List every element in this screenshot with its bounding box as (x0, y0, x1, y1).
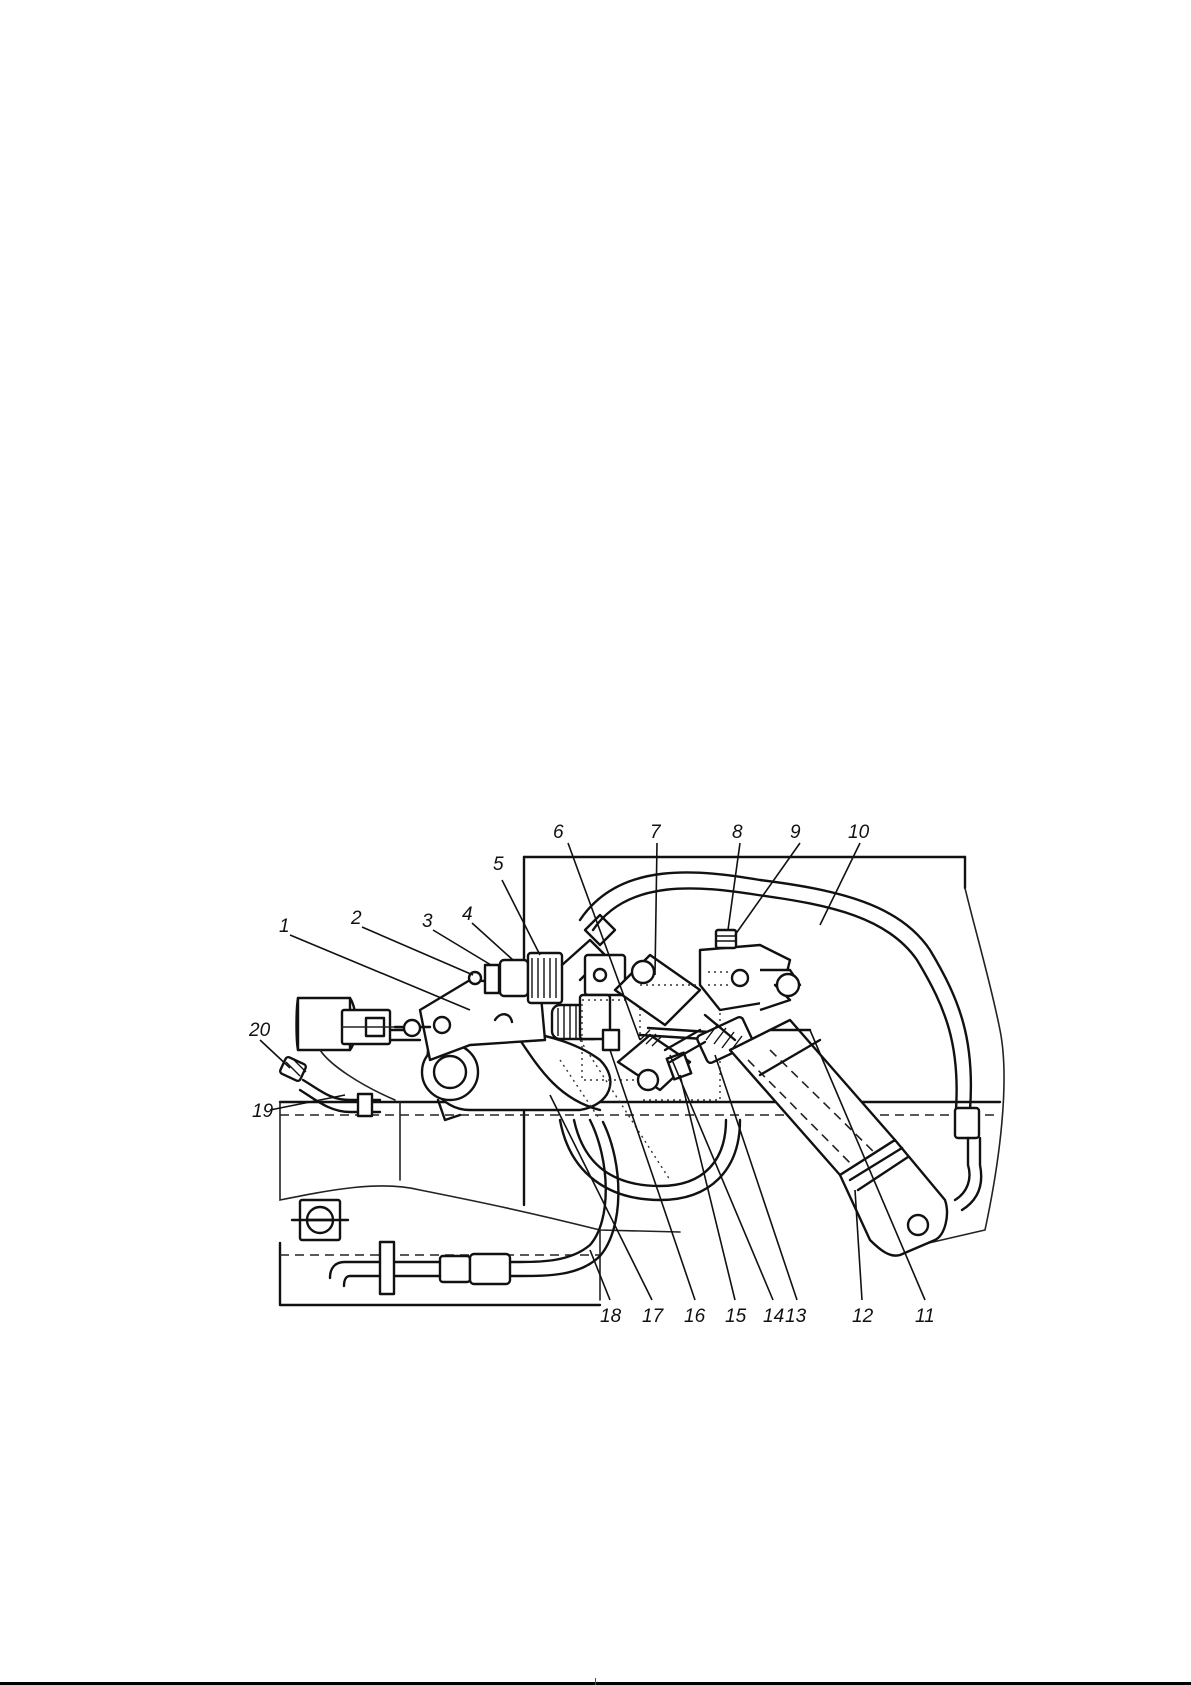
hose-center-loop (560, 1120, 740, 1200)
callout-6: 6 (553, 822, 564, 843)
callout-16: 16 (684, 1306, 706, 1327)
leader-14 (670, 1055, 773, 1300)
washer-3 (485, 965, 499, 993)
left-reservoir (297, 998, 431, 1100)
plate-hole-b (638, 1070, 658, 1090)
hose-18 (292, 1120, 618, 1294)
callout-9: 9 (790, 822, 801, 843)
callout-12: 12 (852, 1306, 874, 1327)
callout-2: 2 (350, 908, 362, 929)
callout-14: 14 (763, 1306, 784, 1327)
callout-7: 7 (650, 822, 662, 843)
fitting-9 (716, 930, 736, 948)
callout-1: 1 (279, 916, 290, 937)
callout-18: 18 (600, 1306, 622, 1327)
leader-4 (472, 923, 513, 960)
valve-port (732, 970, 748, 986)
leader-2 (362, 927, 473, 975)
callout-4: 4 (462, 904, 473, 925)
callout-20: 20 (248, 1020, 271, 1041)
valve-8-9 (700, 930, 800, 1010)
leader-5 (502, 880, 540, 955)
leader-15 (680, 1075, 735, 1300)
head-bolt (594, 969, 606, 981)
callout-15: 15 (725, 1306, 747, 1327)
coupling-b (470, 1254, 510, 1284)
callout-11: 11 (915, 1306, 935, 1327)
body-4 (500, 960, 528, 996)
callout-13: 13 (785, 1306, 807, 1327)
callout-3: 3 (422, 911, 433, 932)
callout-5: 5 (493, 854, 504, 875)
callout-17: 17 (642, 1306, 665, 1327)
leader-10 (820, 843, 860, 925)
leader-7 (655, 843, 657, 975)
callout-10: 10 (848, 822, 870, 843)
page-bottom-tick (595, 1678, 596, 1685)
bracket-hole-right (777, 974, 799, 996)
plate-hole-a (632, 961, 654, 983)
hose-fitting (955, 1108, 979, 1138)
cylinder-5 (528, 953, 562, 1003)
callout-19: 19 (252, 1101, 274, 1122)
spring-16 (603, 1030, 619, 1050)
cylinder-eye (908, 1215, 928, 1235)
bracket-hole (434, 1017, 450, 1033)
coupling-a (440, 1256, 470, 1282)
callout-8: 8 (732, 822, 743, 843)
master-cylinder (469, 915, 625, 1003)
clamp-plate (380, 1242, 394, 1294)
leader-20 (260, 1040, 290, 1068)
pivot-hole (434, 1056, 466, 1088)
leader-3 (433, 930, 491, 965)
